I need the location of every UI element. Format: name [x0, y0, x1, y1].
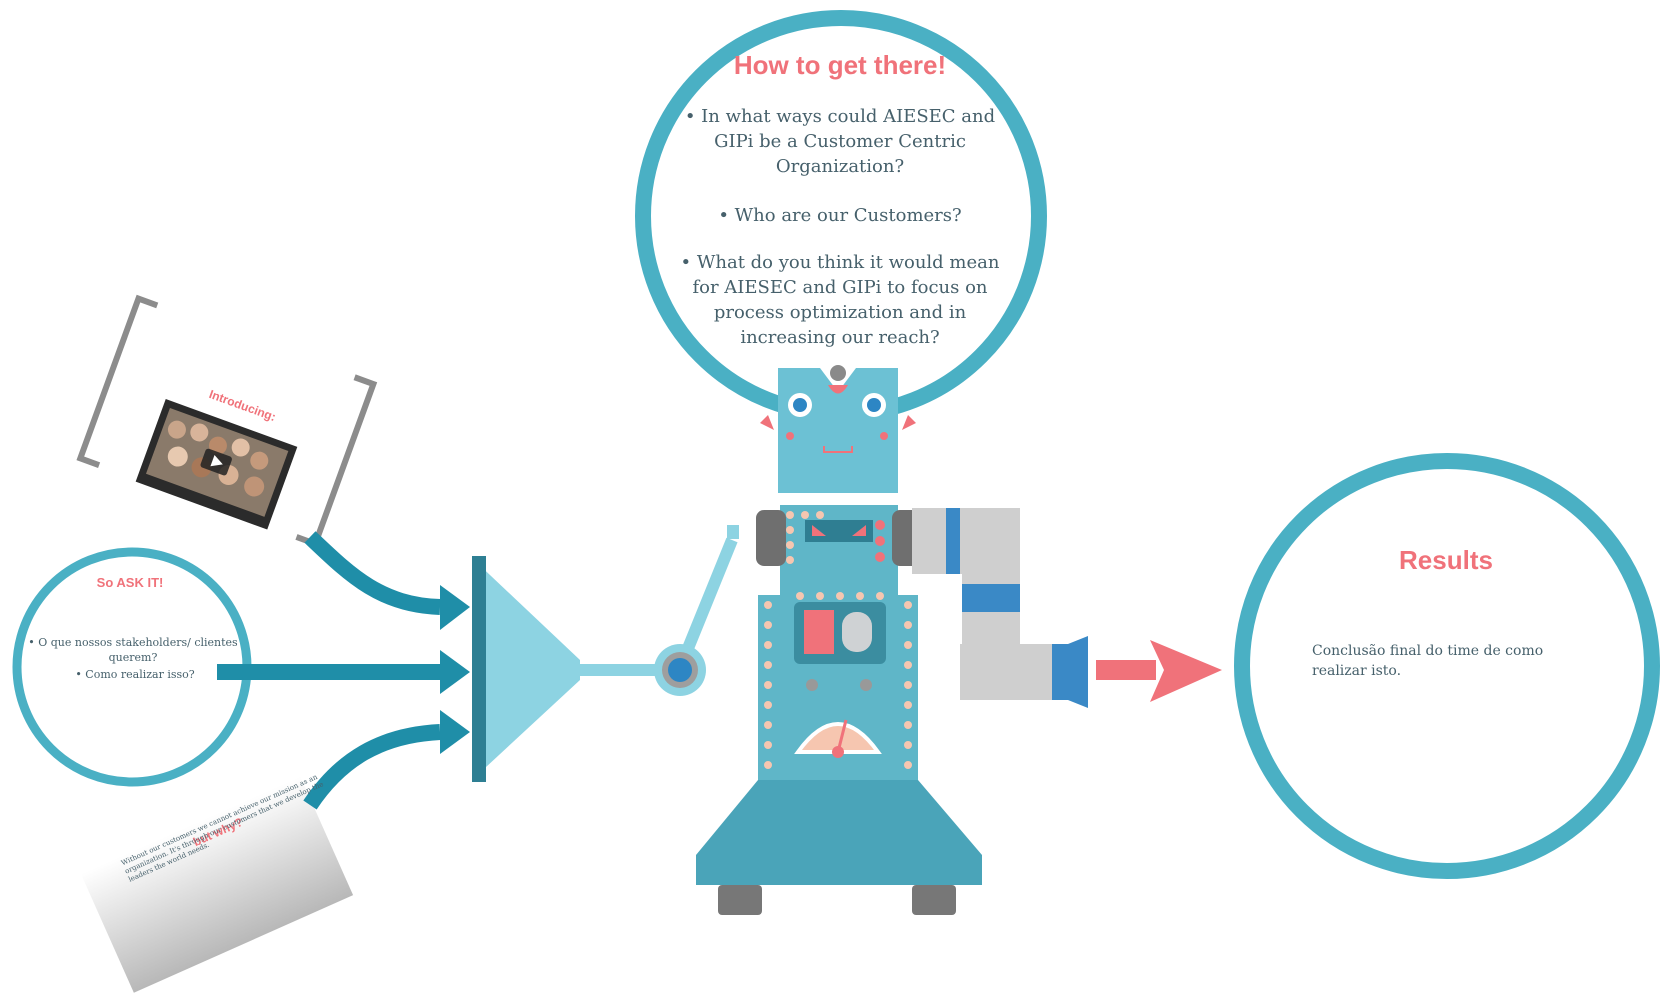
top-question-2: • Who are our Customers? — [675, 203, 1005, 228]
ask-bubble-title: So ASK IT! — [80, 575, 180, 590]
results-body: Conclusão final do time de como realizar… — [1312, 641, 1552, 681]
output-arrow — [1096, 640, 1222, 702]
funnel — [472, 556, 665, 782]
top-question-1: • In what ways could AIESEC and GIPi be … — [675, 104, 1005, 179]
results-title: Results — [1366, 545, 1526, 576]
intro-card — [79, 299, 373, 547]
arrow-from-intro — [310, 537, 440, 607]
robot-torso — [756, 505, 922, 780]
gear-icon — [830, 365, 846, 381]
ask-question-2: • Como realizar isso? — [55, 668, 215, 681]
robot-base — [696, 780, 982, 915]
top-question-3: • What do you think it would mean for AI… — [675, 250, 1005, 350]
robot-head — [760, 365, 916, 493]
ask-question-1: • O que nossos stakeholders/ clientes qu… — [18, 635, 248, 665]
top-bubble-title: How to get there! — [660, 50, 1020, 81]
robot-left-arm — [654, 525, 739, 696]
why-card — [81, 776, 353, 992]
robot-right-arm — [912, 508, 1088, 708]
